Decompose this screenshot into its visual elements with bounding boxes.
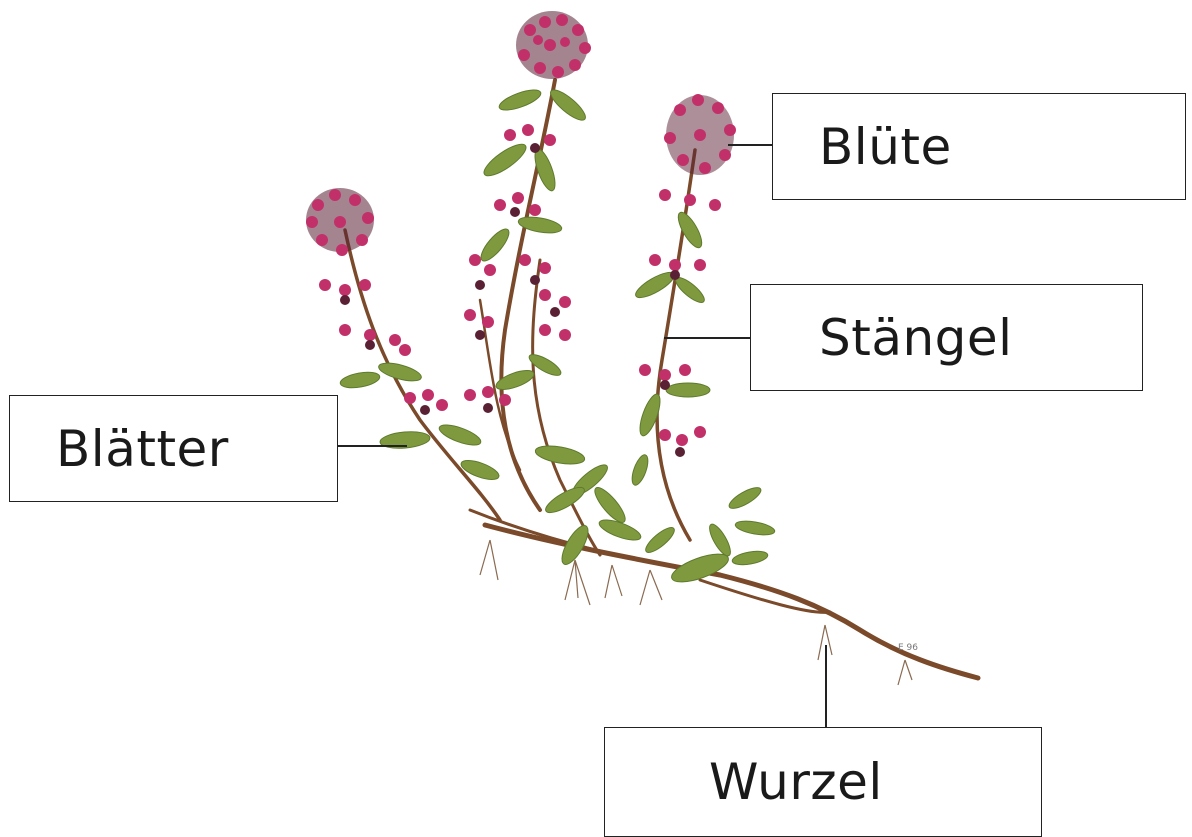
flower-head [306,188,374,256]
label-bluete: Blüte [819,118,952,176]
label-box-bluete: Blüte [772,93,1186,200]
label-box-wurzel: Wurzel [604,727,1042,837]
flower-head [516,11,591,79]
label-blaetter: Blätter [56,420,229,478]
leader-line-bluete [728,144,773,146]
leader-line-blaetter [337,445,407,447]
artist-signature: E 96 [898,643,918,653]
label-staengel: Stängel [819,309,1013,367]
label-box-staengel: Stängel [750,284,1143,391]
leader-line-wurzel [825,645,827,728]
label-box-blaetter: Blätter [9,395,338,502]
flower-head [659,94,736,211]
leader-line-staengel [664,337,751,339]
label-wurzel: Wurzel [709,753,883,811]
